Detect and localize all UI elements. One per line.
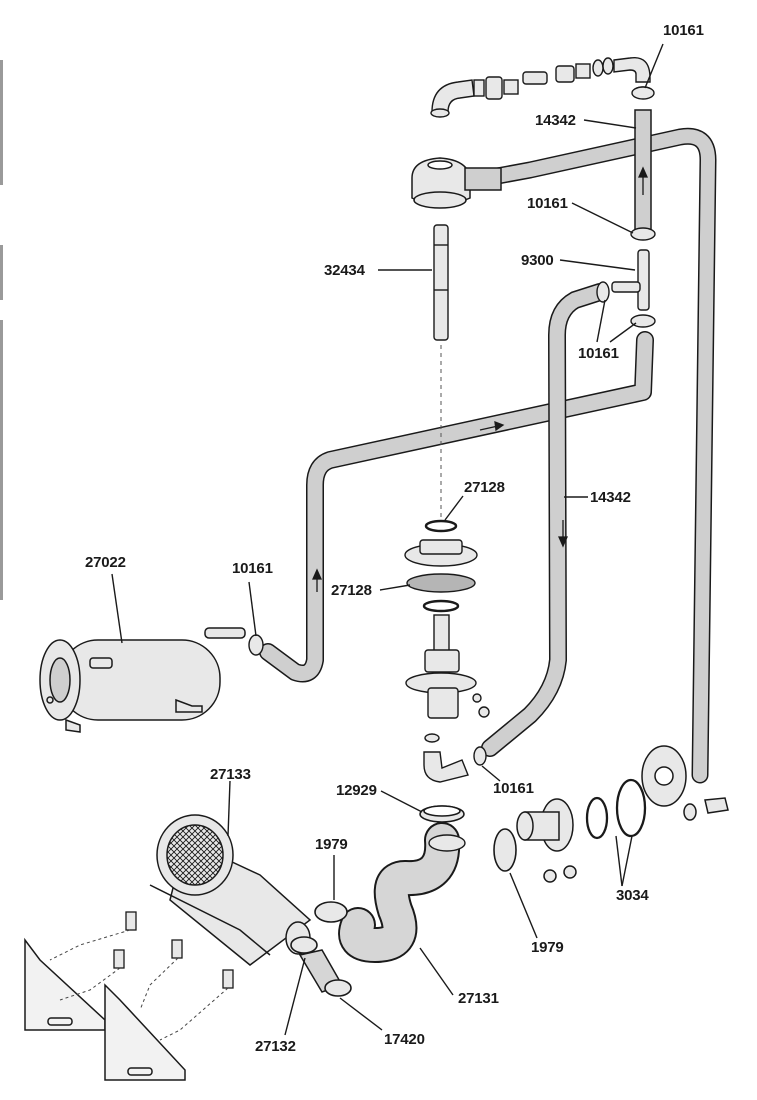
label-27133: 27133 [210, 766, 251, 783]
label-27132: 27132 [255, 1038, 296, 1055]
callout-leader-lines [111, 43, 664, 1036]
label-14342-right: 14342 [590, 489, 631, 506]
hose-clamp-elbow [473, 746, 487, 766]
label-1979-right: 1979 [531, 939, 564, 956]
dashed-leaders [49, 929, 229, 1041]
pump-head-housing [411, 157, 502, 209]
main-return-hose [456, 127, 717, 784]
label-32434: 32434 [324, 262, 365, 279]
label-9300: 9300 [521, 252, 554, 269]
label-27131: 27131 [458, 990, 499, 1007]
impeller-shaft [433, 224, 449, 341]
hose-clamp-top [631, 86, 655, 100]
tee-fitting [611, 249, 650, 311]
right-hose-run [481, 283, 609, 757]
raw-water-pump [149, 814, 312, 966]
heat-exchanger [39, 627, 246, 733]
hose-clamp-1979-right [493, 828, 517, 872]
mounting-brackets [24, 937, 186, 1081]
elbow-fitting [423, 733, 469, 783]
hose-clamp-mid [630, 227, 656, 241]
label-27128-lower: 27128 [331, 582, 372, 599]
hose-clamp-1979-left [314, 901, 348, 923]
label-27022: 27022 [85, 554, 126, 571]
left-hose-run [259, 331, 654, 683]
page-edge-mark [0, 320, 3, 600]
hose-clamp-12929 [419, 805, 465, 823]
label-1979-left: 1979 [315, 836, 348, 853]
label-10161-mid: 10161 [527, 195, 568, 212]
intake-fitting [516, 798, 577, 883]
label-10161-bottom: 10161 [493, 780, 534, 797]
seal-assembly [404, 519, 490, 719]
label-12929: 12929 [336, 782, 377, 799]
page-edge-mark [0, 245, 3, 300]
hose-clamp-tee-side [596, 281, 610, 303]
hose-clamp-tee-lower [630, 314, 656, 328]
label-3034: 3034 [616, 887, 649, 904]
hose-clamp-17420 [290, 936, 352, 997]
label-10161-top: 10161 [663, 22, 704, 39]
top-fitting-chain [430, 56, 654, 118]
label-14342-top: 14342 [535, 112, 576, 129]
o-rings-3034 [585, 778, 647, 840]
page-edge-mark [0, 60, 3, 185]
label-17420: 17420 [384, 1031, 425, 1048]
label-27128-upper: 27128 [464, 479, 505, 496]
hose-clamp-exchanger [248, 634, 264, 656]
intake-hose-27131 [338, 822, 466, 964]
mount-studs [113, 911, 234, 989]
label-10161-left: 10161 [232, 560, 273, 577]
through-hull-flange [641, 745, 729, 821]
label-10161-tee: 10161 [578, 345, 619, 362]
flow-arrows [311, 166, 649, 592]
